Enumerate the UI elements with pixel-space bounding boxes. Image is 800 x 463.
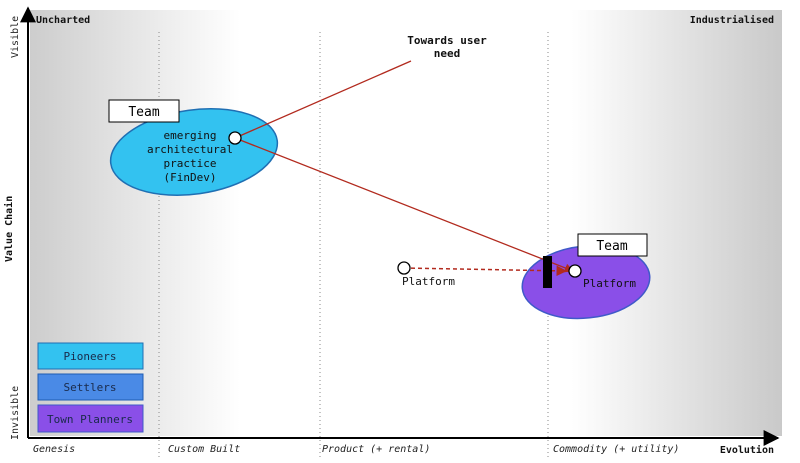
- legend-settlers: [37, 373, 144, 401]
- stage-label-custom-built: Custom Built: [168, 444, 240, 455]
- corner-industrialised: Industrialised: [690, 14, 774, 26]
- team-box-left[interactable]: [108, 99, 180, 123]
- platform-current-node[interactable]: [397, 261, 411, 275]
- evolution-arrow-platform: [403, 265, 568, 277]
- team-box-right-label: Team: [596, 239, 627, 254]
- stage-label-commodity: Commodity (+ utility): [553, 444, 679, 455]
- link-practice-to-platform: [234, 137, 574, 273]
- annotation-line1: Towards user: [407, 34, 487, 47]
- platform-future-label: Platform: [583, 277, 636, 290]
- stage-label-product: Product (+ rental): [322, 444, 430, 455]
- y-axis-invisible-label: Invisible: [10, 386, 21, 440]
- legend-pioneers-label: Pioneers: [64, 350, 117, 363]
- practice-label-line1: emerging: [164, 129, 217, 142]
- legend-town-planners-label: Town Planners: [47, 413, 133, 426]
- corner-uncharted: Uncharted: [36, 15, 90, 26]
- practice-node[interactable]: [228, 131, 242, 145]
- pioneers-team-area: [109, 108, 279, 196]
- platform-future-node[interactable]: [568, 264, 582, 278]
- link-towards-user-need: [234, 60, 412, 139]
- practice-label-line3: practice: [164, 157, 217, 170]
- inertia-bar: [543, 256, 552, 288]
- map-background: [30, 10, 782, 436]
- legend-pioneers: [37, 342, 144, 370]
- x-axis-title: Evolution: [720, 444, 774, 456]
- y-axis-title: Value Chain: [3, 196, 15, 262]
- annotation-line2: need: [434, 47, 461, 60]
- platform-current-label: Platform: [402, 275, 455, 288]
- team-box-left-label: Team: [128, 105, 159, 120]
- stage-label-genesis: Genesis: [33, 444, 75, 455]
- practice-label-line4: (FinDev): [164, 171, 217, 184]
- y-axis-visible-label: Visible: [10, 16, 21, 58]
- legend-town-planners: [37, 404, 144, 433]
- practice-label-line2: architectural: [147, 143, 233, 156]
- team-box-right[interactable]: [577, 233, 648, 257]
- legend-settlers-label: Settlers: [64, 381, 117, 394]
